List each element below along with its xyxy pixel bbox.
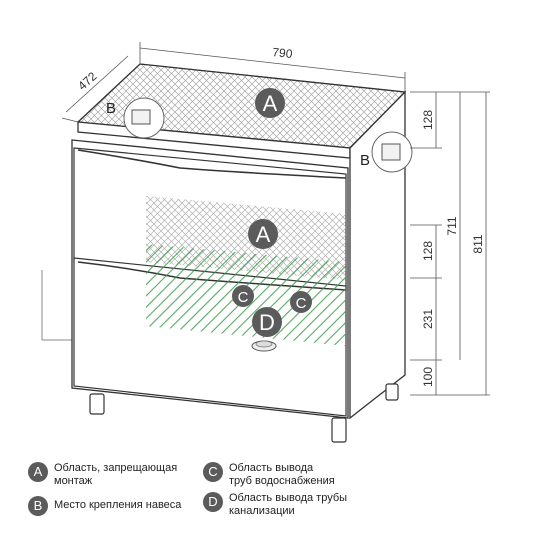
dim-total-height: 811 [471, 234, 485, 253]
legend-item-b: B Место крепления навеса [28, 496, 181, 516]
cabinet-drawing: A A C C D B B 790 [41, 42, 490, 443]
legend-badge-b: B [28, 496, 48, 516]
bracket-right [381, 143, 401, 161]
dimension-lines [61, 42, 490, 396]
legend-badge-a: A [28, 462, 48, 482]
dim-width: 790 [272, 45, 294, 61]
dim-legs: 100 [421, 367, 435, 387]
svg-text:C: C [238, 289, 249, 306]
drain-pipe-inner [255, 340, 273, 348]
legend-text-d: Область вывода трубы канализации [229, 492, 348, 517]
legend-item-c: C Область вывода труб водоснабжения [203, 462, 335, 488]
callout-b-left: B [106, 100, 116, 117]
svg-text:C: C [296, 295, 307, 312]
legend-text-c: Область вывода труб водоснабжения [229, 462, 335, 487]
legend-text-a: Область, запрещающая монтаж [54, 462, 178, 487]
callout-b-right: B [360, 152, 370, 169]
dim-body-height: 711 [445, 216, 459, 235]
svg-text:D: D [259, 310, 275, 335]
dim-mid-zone: 128 [421, 241, 435, 261]
dim-depth: 472 [75, 69, 99, 93]
bracket-left [131, 109, 151, 125]
badge-c-right: C [290, 291, 312, 313]
svg-text:A: A [263, 91, 278, 116]
badge-a-top: A [255, 88, 285, 118]
badge-d: D [252, 307, 282, 337]
dim-top-zone: 128 [421, 110, 435, 130]
cabinet-legs [89, 383, 399, 443]
dim-pipe-zone: 231 [421, 309, 435, 329]
legend-badge-d: D [203, 492, 223, 512]
legend-item-a: A Область, запрещающая монтаж [28, 462, 177, 488]
legend: A Область, запрещающая монтаж B Место кр… [28, 458, 528, 528]
legend-text-b: Место крепления навеса [54, 499, 182, 511]
legend-item-d: D Область вывода трубы канализации [203, 492, 347, 518]
badge-c-left: C [232, 285, 254, 307]
svg-text:A: A [256, 222, 271, 247]
legend-badge-c: C [203, 462, 223, 482]
badge-a-mid: A [248, 219, 278, 249]
drawer-upper-handle [77, 149, 347, 179]
